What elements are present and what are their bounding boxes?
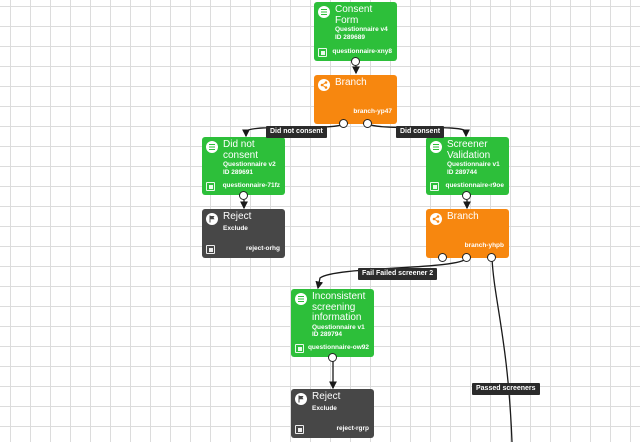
- flag-icon: [206, 213, 218, 225]
- node-title-line: Did not: [223, 139, 255, 150]
- output-port[interactable]: [487, 253, 496, 262]
- node-ref: branch-yhpb: [464, 242, 504, 249]
- node-title-line: Validation: [447, 149, 491, 161]
- node-ref: questionnaire-xny8: [332, 48, 392, 55]
- node-id: ID 289794: [312, 331, 342, 338]
- node-ref: questionnaire-71fz: [222, 182, 280, 189]
- node-ref: questionnaire-ow92: [307, 344, 369, 351]
- edge-label-did-consent: Did consent: [396, 126, 445, 138]
- node-ref: reject-orhg: [246, 245, 280, 252]
- list-icon: [295, 293, 307, 305]
- node-subtitle: Exclude: [223, 225, 248, 232]
- flag-icon: [295, 393, 307, 405]
- output-port[interactable]: [462, 253, 471, 262]
- output-port[interactable]: [363, 119, 372, 128]
- node-reject-bottom[interactable]: Reject Exclude reject-rgrp: [291, 389, 374, 438]
- node-version: Questionnaire v1: [447, 161, 500, 168]
- node-id: ID 289689: [335, 33, 365, 41]
- node-title-line: screening: [312, 301, 356, 313]
- node-ref: branch-yp47: [353, 108, 392, 115]
- node-inconsistent-screening[interactable]: Inconsistent screening information Quest…: [291, 289, 374, 357]
- node-screener-validation[interactable]: Screener Validation Questionnaire v1 ID …: [426, 137, 509, 195]
- edge-branch-passed: [491, 257, 513, 442]
- node-version: Questionnaire v1: [312, 323, 365, 331]
- copy-icon[interactable]: [295, 344, 304, 353]
- node-title: Reject: [312, 391, 341, 402]
- edge-label-fail-screener: Fail Failed screener 2: [358, 268, 438, 280]
- node-id: ID 289744: [447, 168, 477, 176]
- share-icon: [318, 79, 330, 91]
- list-icon: [318, 6, 330, 18]
- node-version: Questionnaire v2: [223, 161, 276, 168]
- output-port[interactable]: [462, 191, 471, 200]
- share-icon: [430, 213, 442, 225]
- node-branch-top[interactable]: Branch branch-yp47: [314, 75, 397, 124]
- node-title-line: Inconsistent: [312, 291, 366, 302]
- node-title: Reject: [223, 211, 252, 222]
- list-icon: [430, 141, 442, 153]
- node-reject-left[interactable]: Reject Exclude reject-orhg: [202, 209, 285, 258]
- node-branch-mid[interactable]: Branch branch-yhpb: [426, 209, 509, 258]
- node-title-line: Consent: [335, 4, 373, 15]
- node-title-line: Screener: [447, 139, 488, 150]
- copy-icon[interactable]: [295, 425, 304, 434]
- list-icon: [206, 141, 218, 153]
- node-title-line: Form: [335, 14, 359, 26]
- node-consent-form[interactable]: Consent Form Questionnaire v4 ID 289689 …: [314, 2, 397, 61]
- node-did-not-consent[interactable]: Did not consent Questionnaire v2 ID 2896…: [202, 137, 285, 195]
- node-ref: questionnaire-r9oe: [445, 182, 504, 189]
- node-title-line: information: [312, 312, 362, 323]
- node-ref: reject-rgrp: [336, 425, 369, 432]
- node-title-line: consent: [223, 149, 259, 161]
- output-port[interactable]: [438, 253, 447, 262]
- edge-label-passed-screeners: Passed screeners: [472, 383, 540, 395]
- output-port[interactable]: [339, 119, 348, 128]
- node-id: ID 289691: [223, 168, 253, 176]
- output-port[interactable]: [351, 57, 360, 66]
- copy-icon[interactable]: [206, 182, 215, 191]
- node-version: Questionnaire v4: [335, 26, 388, 33]
- node-title: Branch: [335, 77, 367, 88]
- node-subtitle: Exclude: [312, 405, 337, 412]
- copy-icon[interactable]: [318, 48, 327, 57]
- node-title: Branch: [447, 211, 479, 222]
- output-port[interactable]: [239, 191, 248, 200]
- output-port[interactable]: [328, 353, 337, 362]
- copy-icon[interactable]: [206, 245, 215, 254]
- edge-label-did-not-consent: Did not consent: [266, 126, 327, 138]
- copy-icon[interactable]: [430, 182, 439, 191]
